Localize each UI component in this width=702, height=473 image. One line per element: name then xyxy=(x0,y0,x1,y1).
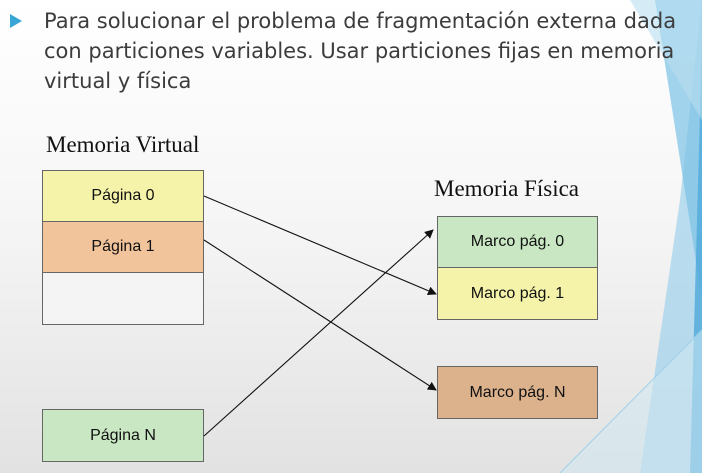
physical-memory-title: Memoria Física xyxy=(434,176,579,201)
virtual-memory-title: Memoria Virtual xyxy=(46,132,200,157)
virtual-page-1: Página 1 xyxy=(42,221,204,273)
frame-n: Marco pág. N xyxy=(437,366,598,419)
frame-1: Marco pág. 1 xyxy=(437,267,598,320)
virtual-page-0: Página 0 xyxy=(42,170,204,222)
frame-0: Marco pág. 0 xyxy=(437,216,598,268)
virtual-page-n: Página N xyxy=(42,409,204,462)
bullet-text: Para solucionar el problema de fragmenta… xyxy=(44,9,677,93)
triangle-bullet-icon xyxy=(10,14,22,28)
virtual-page-empty xyxy=(42,272,204,325)
